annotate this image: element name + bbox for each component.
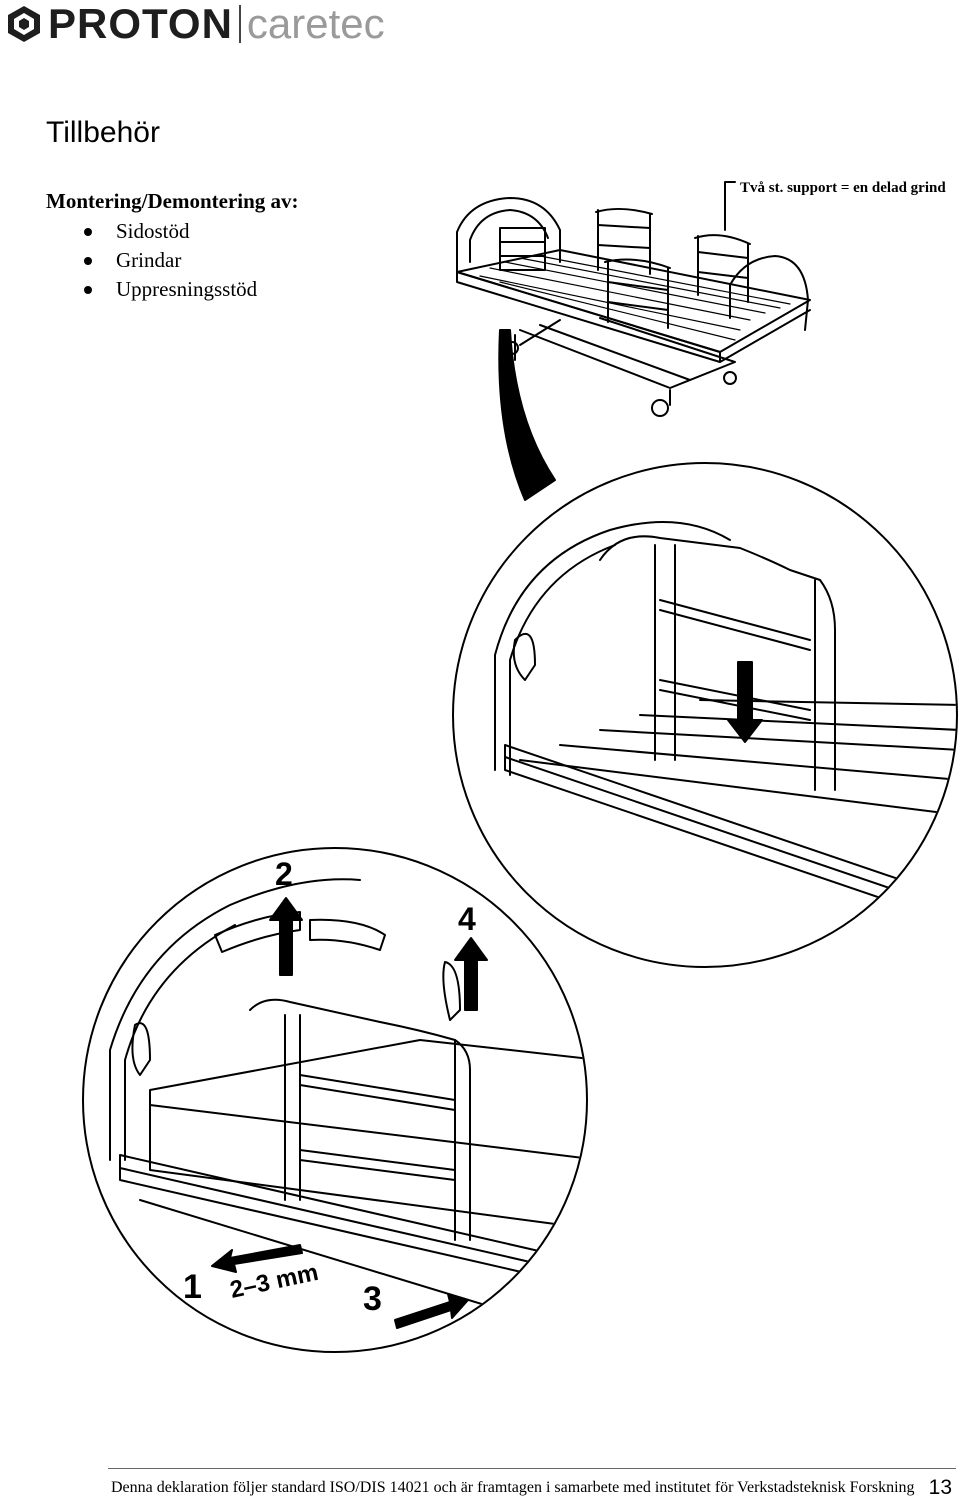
list-item: Grindar — [80, 246, 257, 275]
callout-step-1: 1 — [183, 1268, 202, 1306]
footer-divider — [108, 1468, 956, 1469]
detail-circle-top — [452, 462, 958, 968]
callout-gap: 2–3 mm — [228, 1259, 321, 1304]
figure-caption: Två st. support = en delad grind — [740, 180, 946, 196]
list-item: Sidostöd — [80, 217, 257, 246]
callout-step-3: 3 — [363, 1280, 382, 1318]
page-title: Tillbehör — [46, 116, 160, 149]
callout-step-2: 2 — [275, 856, 293, 892]
proton-logo-icon — [8, 6, 40, 42]
brand-name: PROTON — [48, 0, 233, 47]
brand-divider — [238, 5, 241, 43]
page-number: 13 — [928, 1476, 952, 1499]
assembly-illustration: 2 4 1 2–3 mm 3 — [82, 181, 958, 1353]
footer-text: Denna deklaration följer standard ISO/DI… — [111, 1479, 915, 1496]
brand-logo: PROTON caretec — [4, 2, 385, 46]
bed-overview — [456, 197, 811, 417]
brand-product: caretec — [246, 0, 385, 47]
callout-step-4: 4 — [458, 901, 476, 937]
list-item: Uppresningsstöd — [80, 275, 257, 304]
detail-circle-bottom — [82, 847, 588, 1353]
accessory-list: Sidostöd Grindar Uppresningsstöd — [80, 217, 257, 304]
section-subheading: Montering/Demontering av: — [46, 189, 299, 213]
